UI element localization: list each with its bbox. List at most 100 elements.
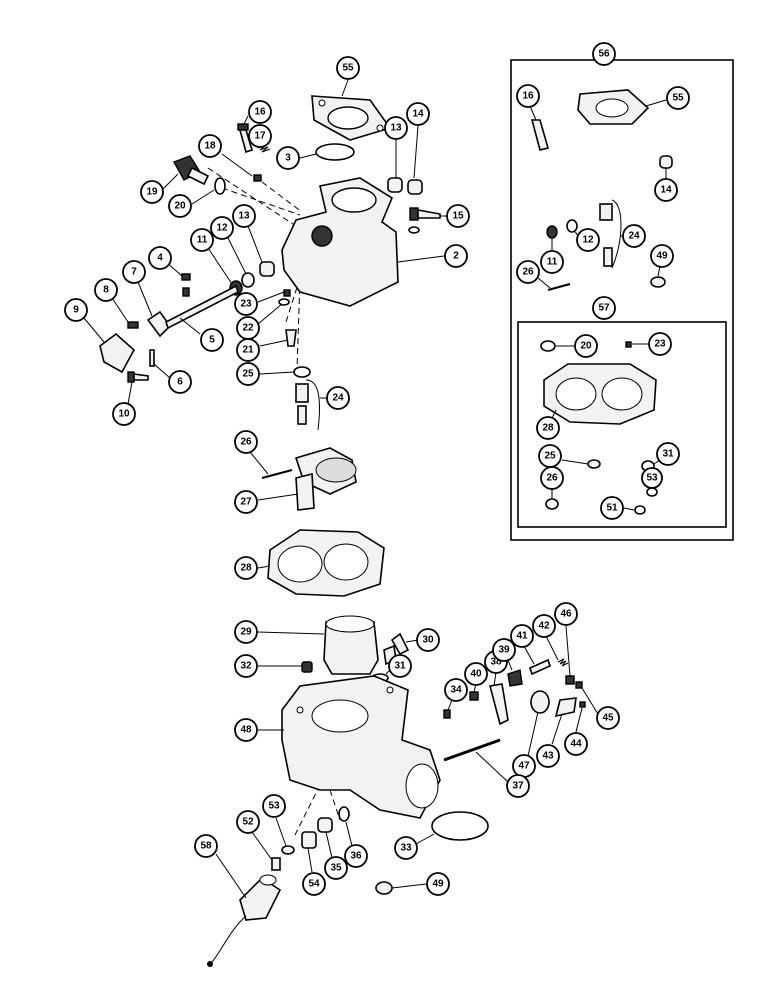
- callout-30: 30: [405, 628, 440, 652]
- callout-5: 5: [179, 317, 224, 352]
- callout-25: 25: [236, 362, 295, 386]
- jet-21-part: [285, 329, 297, 347]
- svg-text:21: 21: [242, 345, 254, 356]
- kit57-washer-20-part: [540, 340, 556, 352]
- part-23-part: [283, 289, 291, 297]
- callout-23: 23: [234, 291, 285, 316]
- svg-text:33: 33: [400, 843, 412, 854]
- svg-text:51: 51: [606, 503, 618, 514]
- plug-35-part: [317, 817, 333, 833]
- screw-10-part: [127, 371, 149, 383]
- svg-text:13: 13: [390, 123, 402, 134]
- svg-text:20: 20: [580, 341, 592, 352]
- nut-40-part: [469, 691, 479, 701]
- callout-10: 10: [112, 381, 136, 426]
- callout-56: 56: [592, 42, 616, 66]
- plug-19-part: [172, 155, 210, 186]
- callout-9: 9: [64, 298, 105, 343]
- kit56-washer-11-part: [546, 225, 558, 239]
- gasket-55-part: [311, 95, 392, 141]
- callout-4: 4: [148, 246, 183, 277]
- kit56-pin-26-part: [547, 283, 571, 291]
- screw-34-part: [443, 709, 451, 719]
- svg-text:30: 30: [422, 635, 434, 646]
- kit56-ring-12-part: [566, 219, 578, 233]
- svg-text:4: 4: [157, 253, 163, 264]
- lever-43-part: [554, 697, 577, 718]
- callout-13: 13: [384, 116, 408, 178]
- shaft-37-part: [443, 738, 501, 762]
- svg-text:55: 55: [342, 63, 354, 74]
- kit57-part-23-part: [625, 341, 632, 348]
- svg-text:39: 39: [498, 645, 510, 656]
- svg-text:2: 2: [453, 251, 459, 262]
- kit-57-box: [517, 321, 727, 528]
- svg-text:44: 44: [570, 739, 582, 750]
- callout-39: 39: [492, 638, 516, 671]
- kit57-washer-53-part: [646, 487, 658, 497]
- callout-57: 57: [592, 296, 616, 320]
- callout-48: 48: [234, 718, 284, 742]
- svg-text:19: 19: [146, 187, 158, 198]
- callout-26: 26: [234, 430, 269, 475]
- callout-24: 24: [320, 386, 350, 410]
- washer-25-part: [293, 366, 311, 378]
- bushing-13b-part: [259, 261, 275, 277]
- svg-text:13: 13: [238, 211, 250, 222]
- clip-39-part: [507, 669, 523, 687]
- bushing-13-part: [387, 177, 403, 193]
- screw-8-part: [127, 321, 139, 329]
- main-body-48-part: [281, 675, 441, 819]
- plug-54-part: [301, 831, 317, 849]
- svg-text:56: 56: [598, 49, 610, 60]
- callout-20: 20: [168, 189, 215, 218]
- kit57-gasket-28-part: [543, 363, 657, 425]
- callout-45: 45: [581, 687, 620, 730]
- svg-text:3: 3: [285, 153, 291, 164]
- svg-text:49: 49: [432, 879, 444, 890]
- svg-text:45: 45: [602, 713, 614, 724]
- svg-text:48: 48: [240, 725, 252, 736]
- svg-text:11: 11: [547, 257, 558, 268]
- svg-text:7: 7: [131, 267, 137, 278]
- callout-kit56-26: 26: [516, 260, 551, 289]
- ring-12-part: [241, 272, 255, 288]
- pin-26-part: [261, 469, 293, 479]
- kit57-washer-26-part: [545, 498, 559, 510]
- callout-kit56-24: 24: [620, 224, 646, 248]
- kit56-screw-16-part: [530, 119, 549, 151]
- float-27-part: [294, 447, 357, 511]
- kit56-cap-49-part: [650, 276, 666, 288]
- svg-text:52: 52: [242, 817, 254, 828]
- throttle-body-2-part: [281, 177, 399, 307]
- callout-43: 43: [536, 713, 563, 768]
- svg-text:53: 53: [268, 801, 280, 812]
- svg-text:54: 54: [308, 879, 320, 890]
- svg-text:24: 24: [628, 231, 640, 242]
- callout-kit57-26: 26: [540, 466, 564, 498]
- svg-text:25: 25: [544, 451, 556, 462]
- callout-53: 53: [262, 794, 287, 847]
- callout-group: 55 16 17 18 3 13 14 19 20 15 2 4 11 12 1…: [64, 42, 690, 899]
- callout-kit57-23: 23: [632, 332, 672, 356]
- svg-text:14: 14: [412, 109, 424, 120]
- callout-2: 2: [397, 244, 468, 268]
- kit56-jet-24-part: [599, 199, 622, 269]
- plug-32-part: [301, 661, 313, 673]
- callout-11: 11: [190, 228, 233, 285]
- assembly-lines: [207, 167, 341, 836]
- callout-7: 7: [122, 260, 153, 317]
- nut-46-part: [565, 675, 575, 685]
- svg-text:18: 18: [204, 141, 216, 152]
- callout-kit57-51: 51: [600, 496, 635, 520]
- callout-kit56-11: 11: [540, 238, 564, 274]
- svg-text:58: 58: [200, 841, 212, 852]
- venturi-29-part: [323, 615, 379, 675]
- svg-text:57: 57: [598, 303, 610, 314]
- callout-29: 29: [234, 620, 325, 644]
- svg-text:38: 38: [490, 657, 502, 668]
- callout-33: 33: [394, 833, 435, 860]
- svg-text:11: 11: [197, 235, 208, 246]
- callout-49: 49: [391, 872, 450, 896]
- bushing-47-part: [530, 690, 550, 714]
